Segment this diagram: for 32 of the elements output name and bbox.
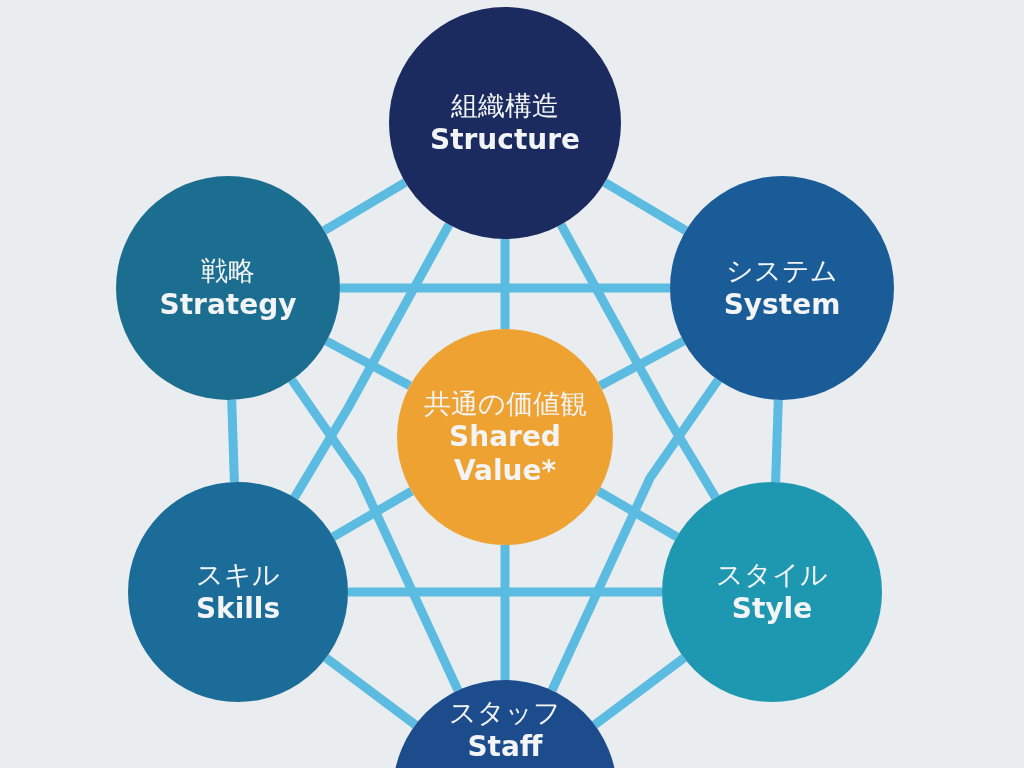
node-label: System [723,288,841,322]
node-label: Style [731,592,813,626]
node-label: スキル [196,558,280,593]
connector-line [771,399,783,483]
node-label: システム [726,254,838,289]
connector-line [557,222,720,500]
node-label: 戦略 [201,254,255,289]
connector-line [596,487,680,541]
node-label: 組織構造 [451,89,559,124]
node-label: Staff [467,730,543,764]
node-label: 共通の価値観 [423,386,587,421]
connector-line [500,239,510,329]
connector-line [591,654,687,729]
connector-line [323,654,419,729]
connector-line [321,178,408,235]
node-label: スタイル [716,558,828,593]
node-label: Shared Value* [448,420,562,488]
connector-line [547,377,722,693]
node-label: スタッフ [449,696,561,731]
connector-line [227,399,239,483]
connector-line [288,377,463,693]
connector-line [500,545,510,680]
connector-line [602,178,689,235]
connector-line [340,283,670,293]
node-label: Strategy [159,288,297,322]
connector-line [348,587,662,597]
node-label: Structure [430,123,580,157]
connector-line [597,337,686,390]
connector-line [324,337,413,390]
node-label: Skills [195,592,281,626]
connector-line [330,487,414,541]
connector-line [290,222,453,500]
